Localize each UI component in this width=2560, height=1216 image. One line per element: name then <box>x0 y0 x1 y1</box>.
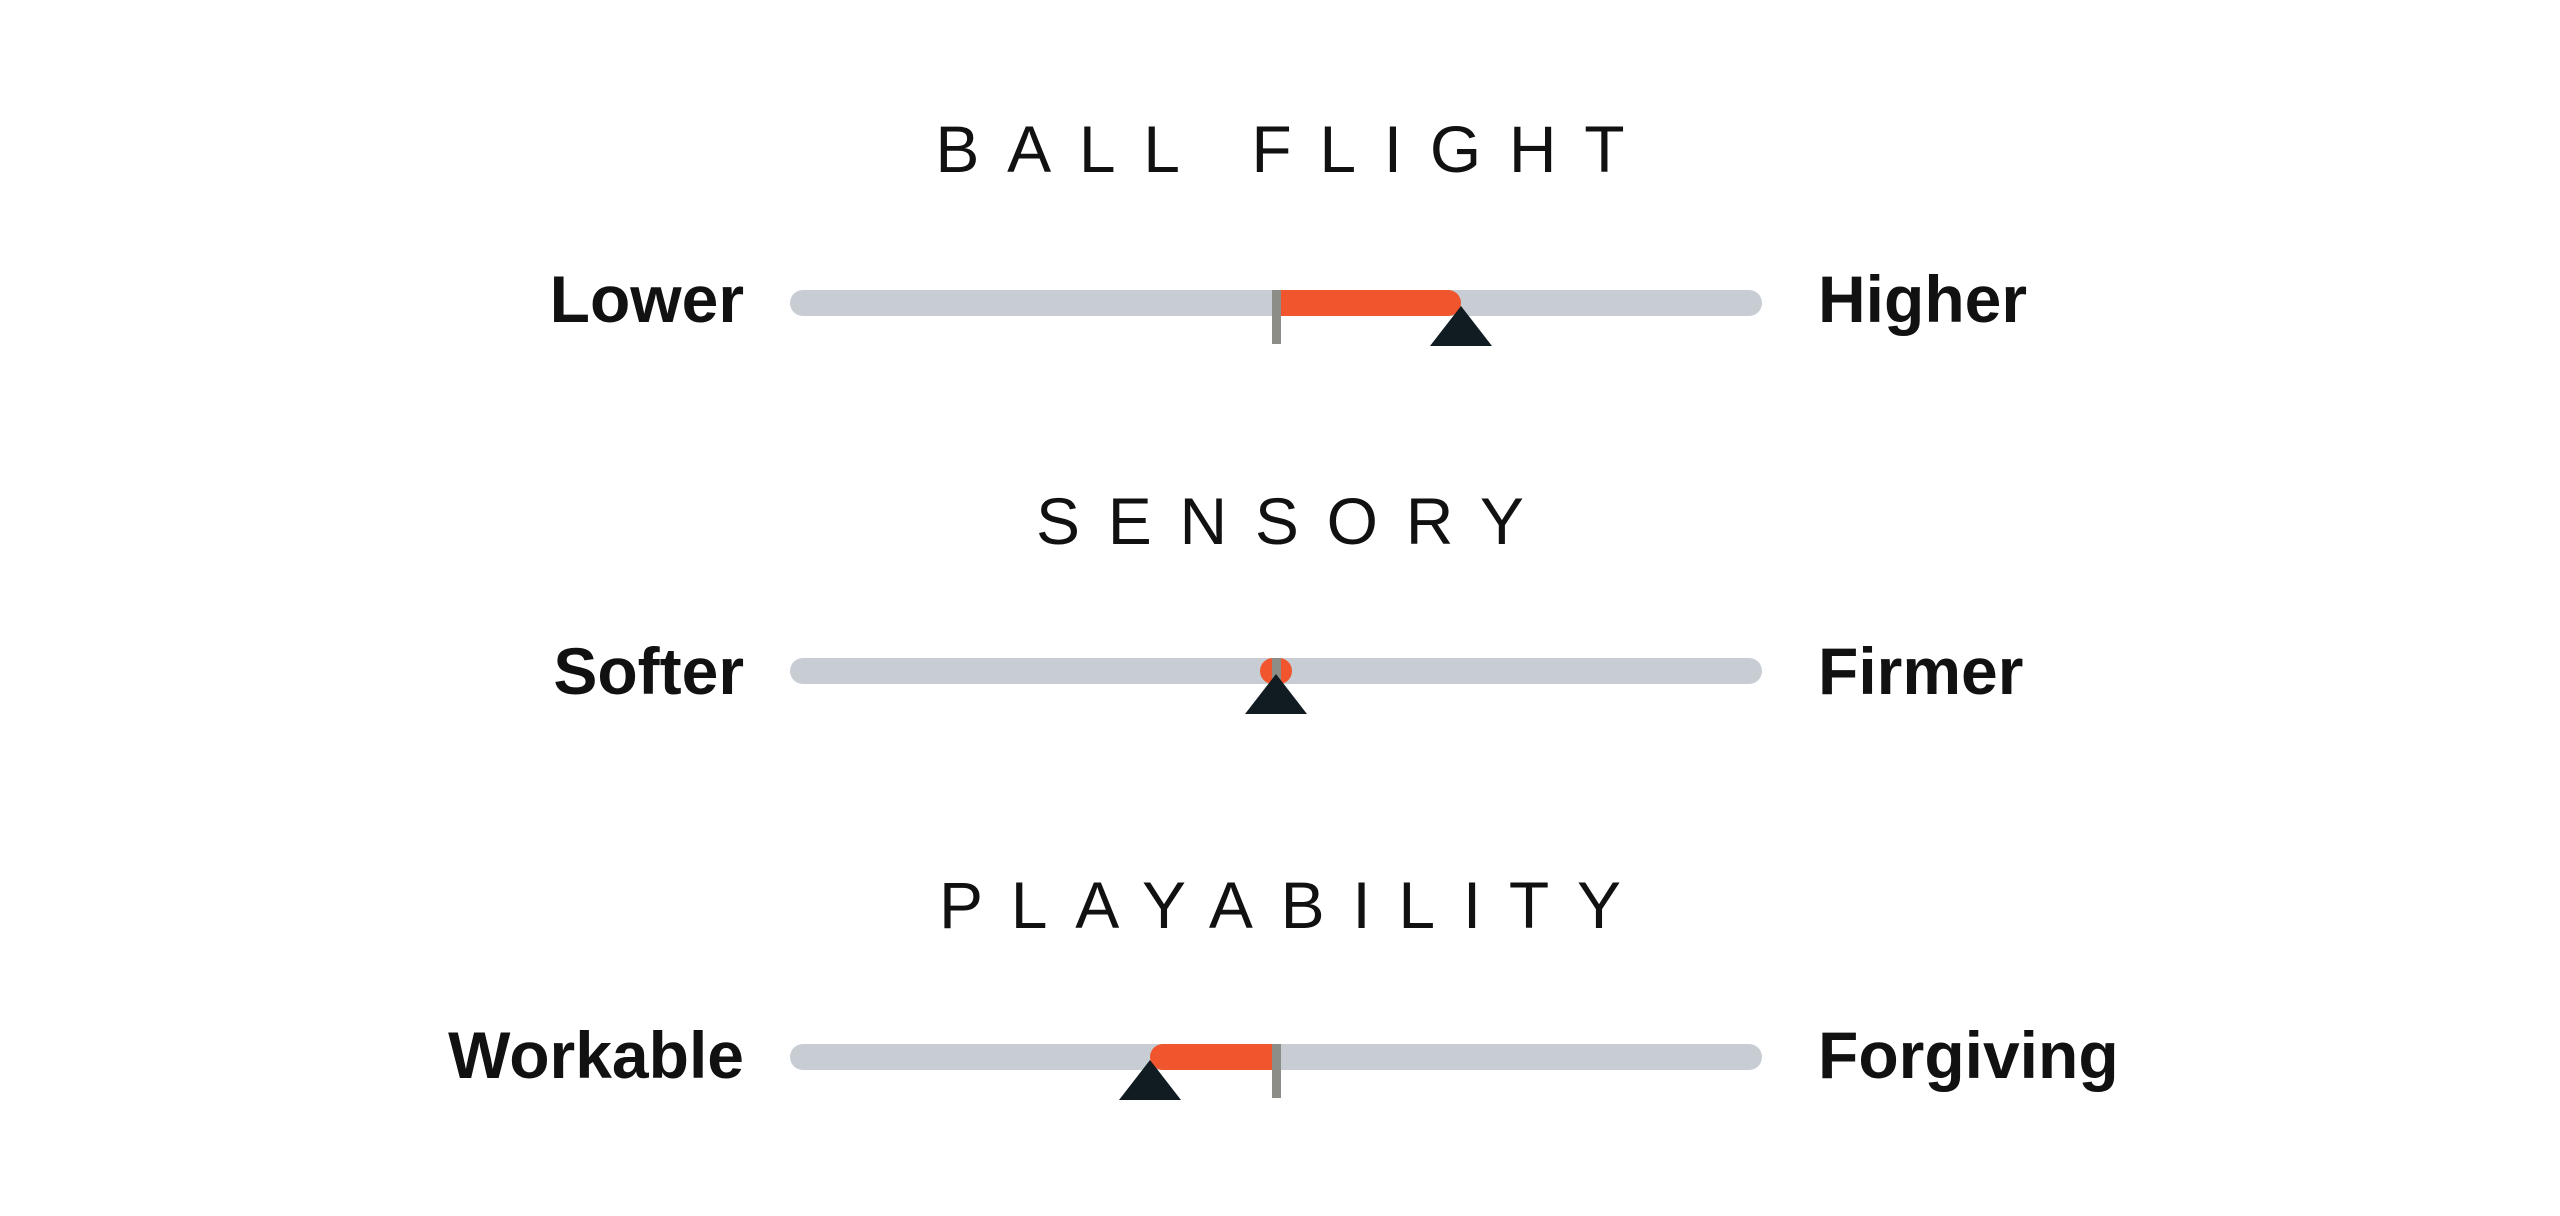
slider-marker-icon <box>1245 674 1307 714</box>
slider-title: BALL FLIGHT <box>935 112 1653 186</box>
slider-marker-icon <box>1118 1060 1181 1100</box>
slider-track-area <box>790 258 1762 348</box>
slider-title: PLAYABILITY <box>939 868 1649 942</box>
slider-right-label: Forgiving <box>1818 1018 2119 1092</box>
slider-left-label: Workable <box>448 1018 744 1092</box>
slider-right-label: Higher <box>1818 262 2028 336</box>
slider-baseline-tick <box>1271 290 1281 344</box>
slider-track-area <box>790 626 1762 716</box>
slider-baseline-tick <box>1271 1044 1281 1098</box>
slider-title: SENSORY <box>1036 484 1552 558</box>
slider-left-label: Lower <box>549 262 744 336</box>
slider-right-label: Firmer <box>1818 634 2024 708</box>
slider-track-area <box>790 1012 1762 1102</box>
slider-marker-icon <box>1429 306 1492 346</box>
slider-left-label: Softer <box>553 634 744 708</box>
